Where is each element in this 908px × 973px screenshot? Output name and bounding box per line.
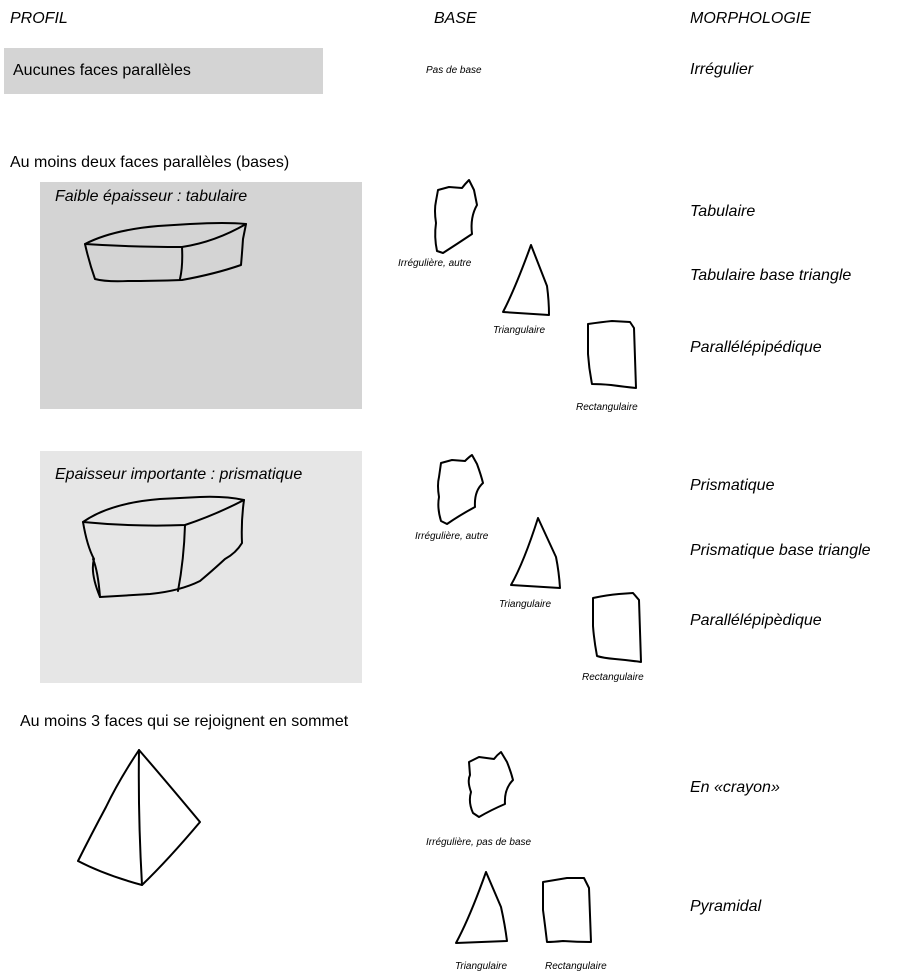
tabular-block-sketch — [84, 222, 247, 283]
base-irregular-shape-2 — [437, 454, 484, 525]
morph-pyramidal: Pyramidal — [690, 898, 762, 915]
base-rectangle-shape-3 — [542, 877, 592, 943]
base-caption-rectangulaire-3: Rectangulaire — [545, 961, 607, 972]
header-base: BASE — [434, 10, 477, 27]
profil-label-prismatique: Epaisseur importante : prismatique — [55, 466, 303, 483]
base-irregular-shape-1 — [434, 179, 478, 254]
profil-box-aucunes-faces: Aucunes faces parallèles — [4, 48, 323, 94]
base-rectangle-shape-1 — [587, 320, 637, 389]
base-caption-pas-de-base: Pas de base — [426, 65, 482, 76]
profil-box-tabulaire: Faible épaisseur : tabulaire — [40, 182, 362, 409]
base-caption-irreguliere-3: Irrégulière, pas de base — [426, 837, 532, 848]
base-caption-triangulaire-3: Triangulaire — [455, 961, 508, 972]
section-title-faces-paralleles: Au moins deux faces parallèles (bases) — [10, 154, 290, 171]
header-morphologie: MORPHOLOGIE — [690, 10, 811, 27]
base-irregular-shape-3 — [467, 751, 514, 818]
prismatic-block-sketch — [82, 495, 245, 598]
section-title-sommet: Au moins 3 faces qui se rejoignent en so… — [20, 713, 349, 730]
base-caption-triangulaire-1: Triangulaire — [493, 325, 546, 336]
base-triangle-shape-1 — [502, 244, 550, 316]
pyramid-sketch — [77, 749, 201, 886]
profil-label-tabulaire: Faible épaisseur : tabulaire — [55, 188, 248, 205]
profil-label-aucunes-faces: Aucunes faces parallèles — [13, 62, 191, 79]
base-caption-triangulaire-2: Triangulaire — [499, 599, 552, 610]
header-profil: PROFIL — [10, 10, 68, 27]
base-caption-irreguliere-2: Irrégulière, autre — [415, 531, 489, 542]
morph-en-crayon: En «crayon» — [690, 779, 780, 796]
base-rectangle-shape-2 — [592, 592, 642, 663]
morph-parallelepipedique-1: Parallélépipédique — [690, 339, 822, 356]
base-caption-irreguliere-1: Irrégulière, autre — [398, 258, 472, 269]
morph-prismatique: Prismatique — [690, 477, 775, 494]
base-triangle-shape-3 — [455, 871, 508, 944]
morph-tabulaire-base-triangle: Tabulaire base triangle — [690, 267, 852, 284]
base-triangle-shape-2 — [510, 517, 561, 589]
profil-box-prismatique: Epaisseur importante : prismatique — [40, 451, 362, 683]
morph-parallelepipedique-2: Parallélépipèdique — [690, 612, 822, 629]
base-caption-rectangulaire-1: Rectangulaire — [576, 402, 638, 413]
morph-tabulaire: Tabulaire — [690, 203, 756, 220]
morph-prismatique-base-triangle: Prismatique base triangle — [690, 542, 871, 559]
morph-irregulier: Irrégulier — [690, 61, 754, 78]
base-caption-rectangulaire-2: Rectangulaire — [582, 672, 644, 683]
